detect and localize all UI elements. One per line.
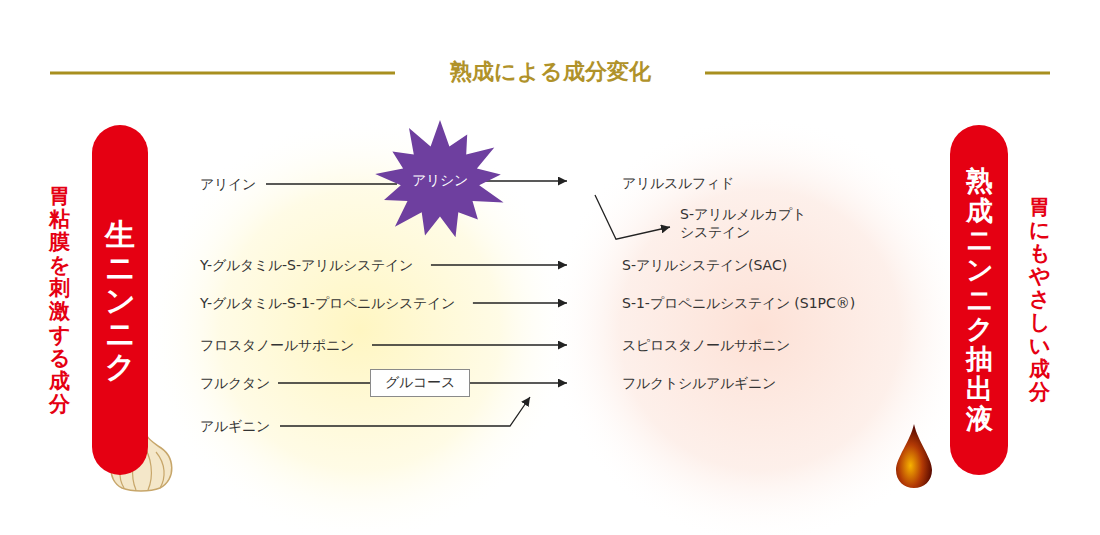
- intermediate-box: グルコース: [370, 369, 470, 397]
- compound-name: Y-グルタミル-S-1-プロペニルシステイン: [200, 294, 455, 312]
- stage-label: 生ニンニク: [105, 218, 135, 383]
- title-rule: [50, 72, 395, 75]
- compound-node: アリイン: [200, 175, 256, 193]
- stage-pill: 生ニンニク胃粘膜を刺激する成分: [92, 125, 148, 475]
- stage-note: 胃にもやさしい成分: [1029, 196, 1050, 404]
- title-bar: 熟成による成分変化: [0, 58, 1100, 87]
- compound-node: Y-グルタミル-S-アリルシステイン: [200, 256, 413, 274]
- compound-name: アリルスルフィド: [622, 174, 734, 192]
- diagram-title: 熟成による成分変化: [436, 58, 665, 87]
- compound-node: スピロスタノールサポニン: [622, 336, 790, 354]
- compound-node: S-1-プロペニルシステイン (S1PC®): [622, 294, 855, 312]
- reaction-arrow: [280, 397, 530, 426]
- reaction-arrow: [431, 264, 567, 265]
- compound-name: フルクタン: [200, 374, 270, 392]
- compound-node: アルギニン: [200, 417, 270, 435]
- compound-node: Y-グルタミル-S-1-プロペニルシステイン: [200, 294, 455, 312]
- reaction-arrow: [278, 382, 370, 383]
- compound-name: S-1-プロペニルシステイン (S1PC®): [622, 294, 855, 312]
- compound-node: フルクタン: [200, 374, 270, 392]
- reaction-arrow: [470, 382, 567, 383]
- reaction-arrow: [483, 180, 567, 181]
- reaction-arrow: [266, 183, 397, 184]
- burst-outline: [375, 120, 503, 237]
- raw-glow: [145, 115, 575, 535]
- compound-name: フルクトシルアルギニン: [622, 374, 776, 392]
- reaction-arrow: [473, 302, 567, 303]
- compound-name: スピロスタノールサポニン: [622, 336, 790, 354]
- compound-name: Y-グルタミル-S-アリルシステイン: [200, 256, 413, 274]
- compound-node: フロスタノールサポニン: [200, 336, 354, 354]
- burst-node: アリシン: [372, 120, 508, 242]
- compound-name: アリイン: [200, 175, 256, 193]
- aged-glow: [545, 115, 975, 535]
- compound-name: S-アリルシステイン(SAC): [622, 256, 787, 274]
- compound-name: グルコース: [385, 374, 455, 392]
- stage-note: 胃粘膜を刺激する成分: [49, 185, 70, 416]
- reaction-arrow: [595, 195, 670, 239]
- compound-node: アリルスルフィド: [622, 174, 734, 192]
- title-rule: [705, 72, 1050, 75]
- compound-name: S-アリルメルカプト システイン: [680, 205, 820, 241]
- compound-node: S-アリルメルカプト システイン: [680, 205, 820, 241]
- stage-pill: 熟成ニンニク抽出液胃にもやさしい成分: [950, 125, 1008, 475]
- compound-node: フルクトシルアルギニン: [622, 374, 776, 392]
- compound-node: S-アリルシステイン(SAC): [622, 256, 787, 274]
- extract-drop: [896, 424, 932, 488]
- reaction-arrow: [372, 344, 567, 345]
- compound-name: フロスタノールサポニン: [200, 336, 354, 354]
- compound-name: アリシン: [412, 172, 468, 190]
- stage-label: 熟成ニンニク抽出液: [966, 166, 993, 433]
- compound-name: アルギニン: [200, 417, 270, 435]
